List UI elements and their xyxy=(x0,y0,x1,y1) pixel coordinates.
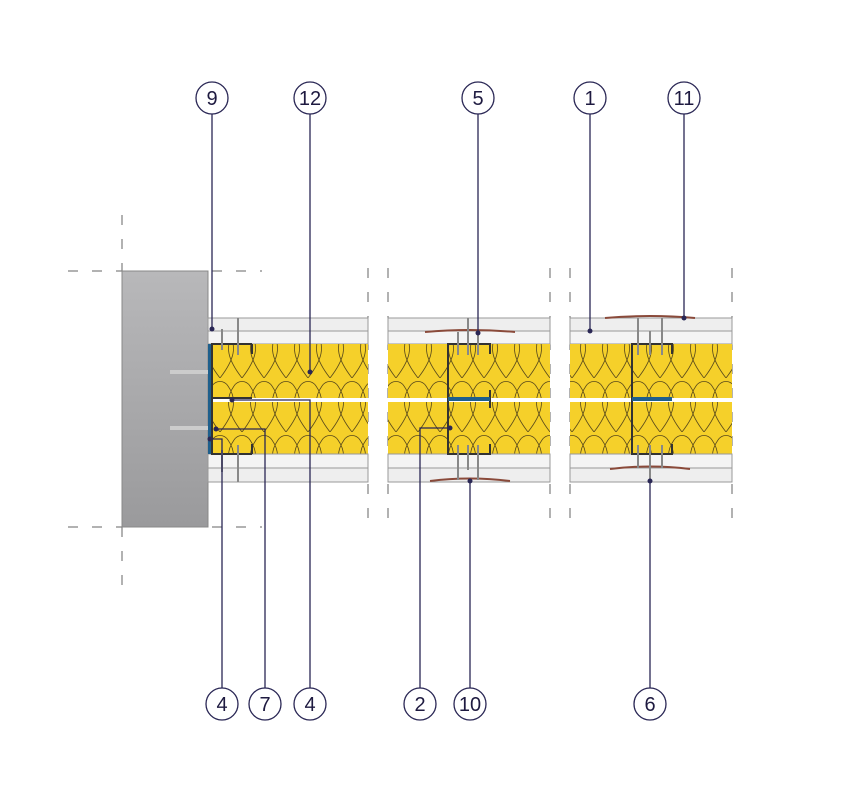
callout-9: 9 xyxy=(195,81,229,115)
svg-text:4: 4 xyxy=(216,694,227,716)
callout-12: 12 xyxy=(293,81,327,115)
callout-2: 2 xyxy=(403,687,437,721)
masonry-wall xyxy=(121,270,209,528)
callout-1: 1 xyxy=(573,81,607,115)
seal-strip xyxy=(208,344,213,454)
svg-text:10: 10 xyxy=(459,694,481,716)
callout-4a: 4 xyxy=(205,687,239,721)
leader-dots xyxy=(207,315,687,484)
svg-text:7: 7 xyxy=(259,694,270,716)
screws xyxy=(221,318,663,482)
callout-7: 7 xyxy=(248,687,282,721)
callout-5: 5 xyxy=(461,81,495,115)
wall-anchors xyxy=(170,370,208,430)
svg-text:4: 4 xyxy=(304,694,315,716)
svg-text:2: 2 xyxy=(414,694,425,716)
leader-lines xyxy=(210,114,685,688)
svg-text:5: 5 xyxy=(472,88,483,110)
svg-text:1: 1 xyxy=(584,88,595,110)
wall-panels xyxy=(170,315,733,483)
svg-text:9: 9 xyxy=(206,88,217,110)
callout-6: 6 xyxy=(633,687,667,721)
callout-11: 11 xyxy=(667,81,701,115)
callout-4b: 4 xyxy=(293,687,327,721)
svg-text:12: 12 xyxy=(299,88,321,110)
svg-text:6: 6 xyxy=(644,694,655,716)
svg-text:11: 11 xyxy=(674,88,695,110)
callout-10: 10 xyxy=(453,687,487,721)
